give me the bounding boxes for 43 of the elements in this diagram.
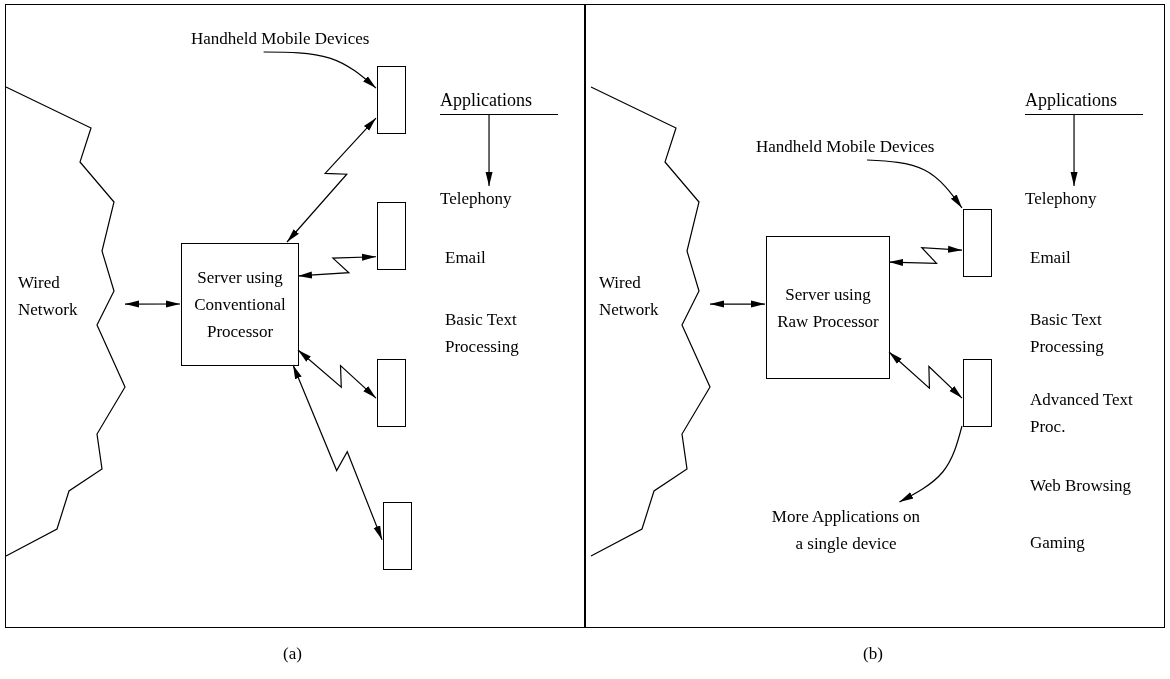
arrow bbox=[485, 113, 493, 187]
network-label: Wired Network bbox=[599, 272, 660, 321]
application-label: Web Browsing bbox=[1030, 475, 1133, 497]
wireless-link-arrow bbox=[297, 253, 377, 279]
server-box bbox=[766, 236, 890, 379]
curved-arrow bbox=[866, 159, 963, 209]
server-label: Server using Conventional Processor bbox=[193, 267, 287, 343]
text-label: Handheld Mobile Devices bbox=[756, 135, 986, 161]
application-label: Gaming bbox=[1030, 532, 1086, 554]
application-label: Basic Text Processing bbox=[1030, 309, 1105, 358]
curved-arrow bbox=[263, 51, 377, 89]
application-label: Email bbox=[445, 247, 487, 269]
handheld-device-box bbox=[963, 209, 992, 277]
application-label: Advanced Text Proc. bbox=[1030, 389, 1134, 438]
server-label: Server using Raw Processor bbox=[776, 283, 880, 333]
text-label: Handheld Mobile Devices bbox=[191, 27, 421, 53]
arrow bbox=[124, 300, 181, 308]
wireless-link-arrow bbox=[292, 364, 383, 541]
application-label: Basic Text Processing bbox=[445, 309, 520, 358]
handheld-device-box bbox=[383, 502, 412, 570]
heading: Applications bbox=[1025, 87, 1143, 115]
heading: Applications bbox=[440, 87, 558, 115]
wireless-link-arrow bbox=[286, 117, 377, 243]
arrow bbox=[1070, 113, 1078, 187]
application-label: Email bbox=[1030, 247, 1072, 269]
handheld-device-box bbox=[377, 66, 406, 134]
wireless-link-arrow bbox=[888, 245, 963, 266]
handheld-device-box bbox=[963, 359, 992, 427]
text-label: Telephony bbox=[440, 187, 550, 213]
curved-arrow bbox=[898, 425, 963, 503]
server-box bbox=[181, 243, 299, 366]
wireless-link-arrow bbox=[888, 351, 963, 399]
network-label: Wired Network bbox=[18, 272, 79, 321]
panel-caption: (a) bbox=[283, 643, 302, 665]
panel-caption: (b) bbox=[863, 643, 883, 665]
panel-frame bbox=[585, 4, 1165, 628]
panel-frame bbox=[5, 4, 585, 628]
arrow bbox=[709, 300, 766, 308]
handheld-device-box bbox=[377, 359, 406, 427]
wireless-link-arrow bbox=[297, 349, 377, 399]
text-label: More Applications on a single device bbox=[766, 503, 926, 557]
handheld-device-box bbox=[377, 202, 406, 270]
text-label: Telephony bbox=[1025, 187, 1135, 213]
